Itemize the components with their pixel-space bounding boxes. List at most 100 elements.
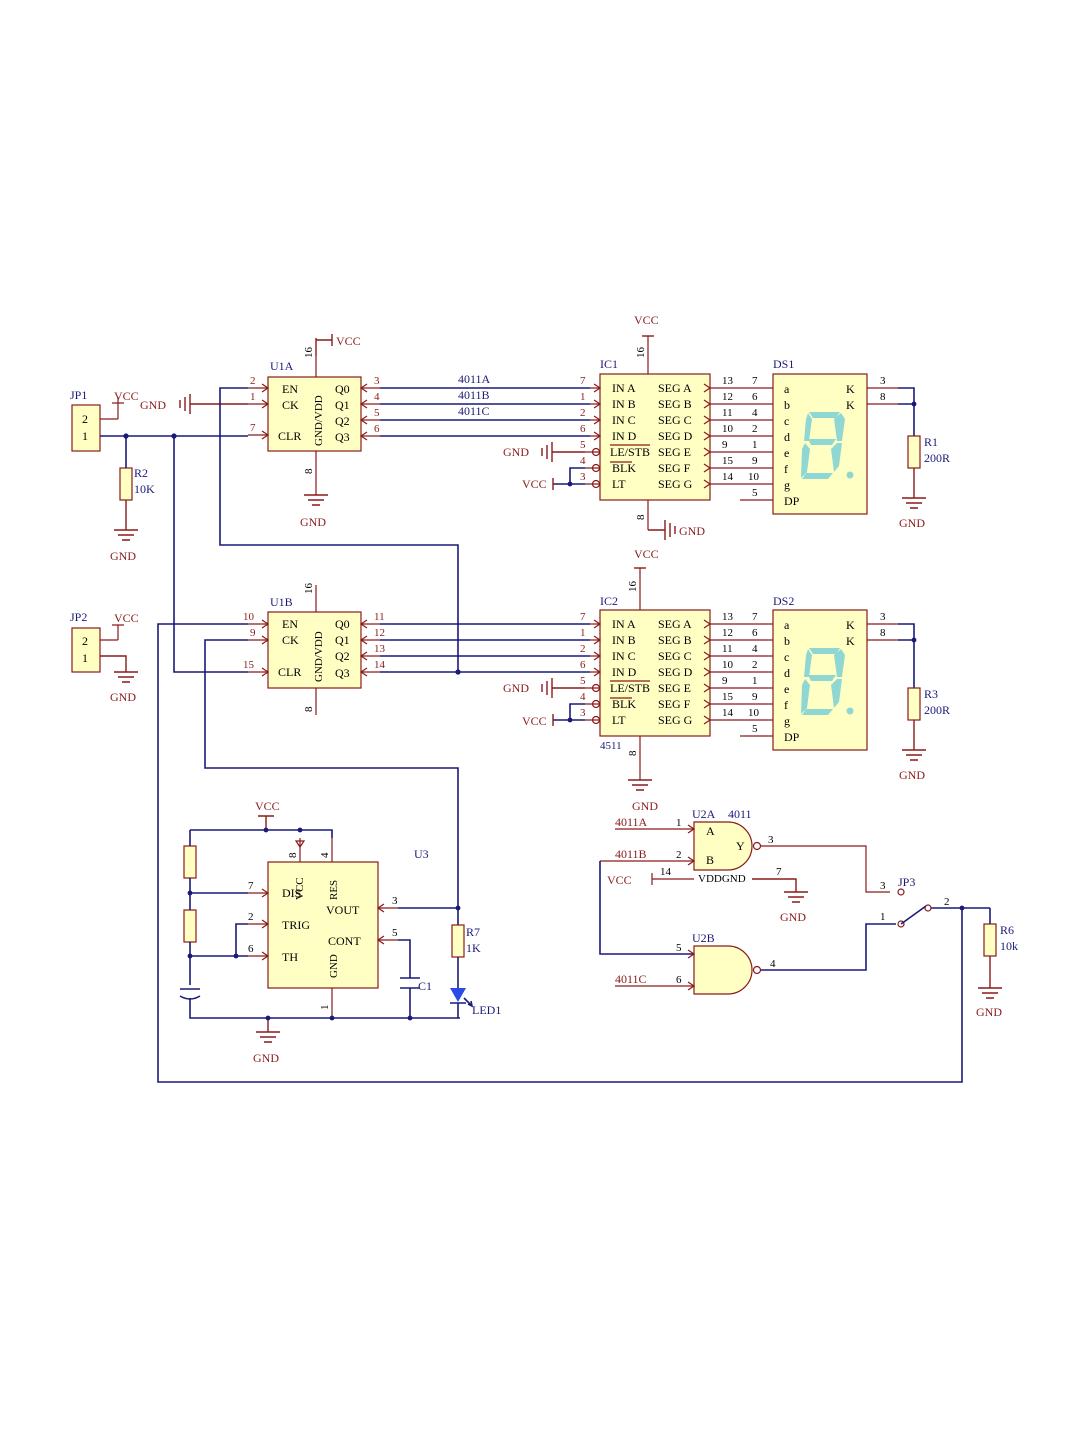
ic2-pin-in-a: IN A (612, 617, 636, 631)
ic2-pin-in-c: IN C (612, 649, 636, 663)
jp3-num-1: 1 (880, 911, 886, 923)
ds1-num-a: 7 (752, 375, 758, 387)
ds1-num-c: 4 (752, 407, 758, 419)
u1a-num-gnd: 8 (303, 468, 315, 474)
u2a-num-y: 3 (768, 834, 774, 846)
u1b-num-gnd: 8 (303, 706, 315, 712)
jp3-num-3: 3 (880, 880, 886, 892)
vcc-label: VCC (336, 334, 361, 348)
ic2-num-seg-g: 14 (722, 707, 734, 719)
u1b-pin-clr: CLR (278, 665, 301, 679)
u1b-num-vdd: 16 (303, 583, 315, 595)
ic1-num-in-c: 2 (580, 407, 586, 419)
gate-u2a: U2A 4011 A B Y VDDGND 4011A 4011B 1 2 3 … (600, 807, 890, 924)
ic2-num-gnd: 8 (627, 750, 639, 756)
ic1-pin-in-d: IN D (612, 429, 637, 443)
u3-num-vout: 3 (392, 895, 398, 907)
ic1-num-seg-b: 12 (722, 391, 733, 403)
jp1-ref: JP1 (70, 388, 87, 402)
chip-ic1: IC1 IN A IN B IN C IN D LE/STB BLK LT SE… (580, 336, 740, 530)
u2a-in-a: A (706, 824, 715, 838)
u3-num-res: 4 (319, 852, 331, 858)
gnd-symbol-u1a-en: GND (140, 394, 248, 414)
ds2-pin-f: f (784, 698, 788, 712)
u2a-out: Y (736, 839, 745, 853)
u2a-num-a: 1 (676, 817, 682, 829)
ic2-le-gnd-label: GND (503, 681, 529, 695)
r2-gnd-label: GND (110, 549, 136, 563)
c1-ref: C1 (418, 979, 432, 993)
jp2-vcc-label: VCC (114, 611, 139, 625)
u2b-num-a: 5 (676, 942, 682, 954)
ic1-num-seg-g: 14 (722, 471, 734, 483)
u3-pin-vcc: VCC (294, 877, 306, 900)
ic1-pin-seg-b: SEG B (658, 397, 692, 411)
u3-ref: U3 (414, 847, 429, 861)
resistor-r1: R1 200R GND (899, 435, 950, 530)
u1b-ref: U1B (270, 595, 293, 609)
u3-pin-res: RES (328, 880, 340, 900)
connector-jp1: JP1 2 1 VCC (70, 388, 139, 452)
resistor-r3: R3 200R GND (899, 687, 950, 782)
ds2-pin-a: a (784, 618, 790, 632)
u1a-pin-en: EN (282, 382, 298, 396)
u2a-power-label: VDDGND (698, 873, 746, 885)
gnd-label: GND (300, 515, 326, 529)
ic1-power: VCC GND GND VCC (503, 313, 705, 540)
u1b-num-clr: 15 (243, 659, 255, 671)
net-label-4011c: 4011C (458, 404, 490, 418)
u1b-num-q2: 13 (374, 643, 386, 655)
ic1-pin-le-stb: LE/STB (610, 445, 650, 459)
ic1-num-blk: 4 (580, 455, 586, 467)
ic2-num-seg-a: 13 (722, 611, 734, 623)
r6-gnd-label: GND (976, 1005, 1002, 1019)
ic2-pin-seg-g: SEG G (658, 713, 693, 727)
chip-ic2: IC2 4511 IN A IN B IN C IN D LE/STB BLK … (580, 568, 740, 780)
ic2-power: VCC GND GND VCC (503, 547, 659, 813)
r2-value: 10K (134, 482, 155, 496)
ds2-pin-k2: K (846, 634, 855, 648)
ic2-pin-lt: LT (612, 713, 626, 727)
u3-num-vcc: 8 (287, 852, 299, 858)
ic1-num-seg-d: 10 (722, 423, 734, 435)
vcc-symbol-u1a: VCC (315, 334, 361, 356)
gate-u2b: U2B 4011C 5 6 4 (599, 861, 896, 995)
ic1-num-in-b: 1 (580, 391, 586, 403)
ic2-pin-le-stb: LE/STB (610, 681, 650, 695)
ds1-num-k2: 8 (880, 391, 886, 403)
ds2-num-dp: 5 (752, 723, 758, 735)
ic2-pin-in-d: IN D (612, 665, 637, 679)
ds1-pin-a: a (784, 382, 790, 396)
ic1-num-seg-a: 13 (722, 375, 734, 387)
jp1-pin-2: 2 (82, 412, 88, 426)
ds2-pin-k1: K (846, 618, 855, 632)
u1a-pin-q1: Q1 (335, 398, 350, 412)
u3-pin-cont: CONT (328, 934, 361, 948)
u3-num-th: 6 (248, 943, 254, 955)
ic2-vcc-label-2: VCC (522, 714, 547, 728)
jp1-pin-1: 1 (82, 429, 88, 443)
r6-ref: R6 (1000, 923, 1014, 937)
ds1-num-f: 9 (752, 455, 758, 467)
wires (100, 387, 963, 1083)
u3-num-trig: 2 (248, 911, 254, 923)
u2a-num-vdd: 14 (660, 866, 672, 878)
u3-num-dis: 7 (248, 880, 254, 892)
u1a-num-ck: 1 (250, 391, 256, 403)
display-ds2: DS2 a b c d e f g DP K K 7 6 4 2 1 9 10 … (740, 594, 917, 751)
r3-value: 200R (924, 703, 950, 717)
u1a-pin-q3: Q3 (335, 430, 350, 444)
ic2-num-vdd: 16 (627, 581, 639, 593)
ic2-num-seg-b: 12 (722, 627, 733, 639)
u1a-num-q2: 5 (374, 407, 380, 419)
ic2-num-seg-c: 11 (722, 643, 733, 655)
ds1-pin-e: e (784, 446, 789, 460)
jp2-gnd-label: GND (110, 690, 136, 704)
ds1-pin-b: b (784, 398, 790, 412)
chip-u3: U3 DIS TRIG TH VOUT CONT VCC RES GND 7 2… (248, 838, 429, 1018)
u1a-num-vdd: 16 (303, 347, 315, 359)
u3-pin-trig: TRIG (282, 918, 310, 932)
ic1-num-lt: 3 (580, 471, 586, 483)
r1-value: 200R (924, 451, 950, 465)
ic2-num-in-a: 7 (580, 611, 586, 623)
